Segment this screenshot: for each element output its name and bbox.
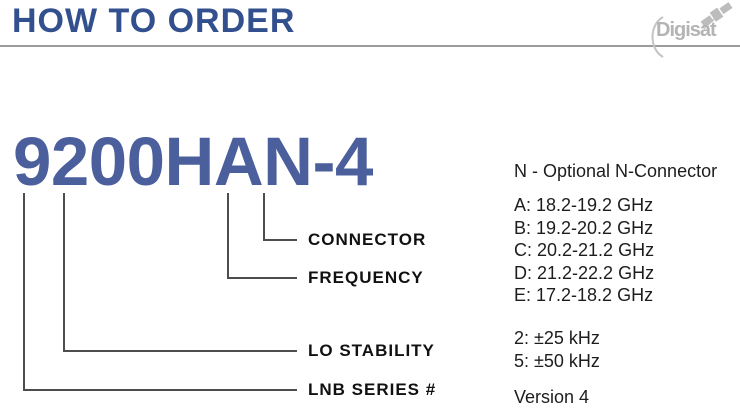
frequency-option: A: 18.2-19.2 GHz bbox=[514, 195, 654, 215]
callout-label-connector: CONNECTOR bbox=[308, 230, 427, 249]
frequency-option: D: 21.2-22.2 GHz bbox=[514, 262, 655, 283]
callout-line-connector-horizontal bbox=[263, 239, 297, 241]
callout-line-frequency-vertical bbox=[227, 193, 229, 279]
orbit-arc-icon bbox=[651, 16, 664, 58]
callout-line-lnb-series-horizontal bbox=[23, 389, 297, 391]
lo-stability-options-list: 2: ±25 kHz 5: ±50 kHz bbox=[514, 327, 600, 372]
frequency-option: B: 19.2-20.2 GHz bbox=[514, 217, 654, 238]
part-number: 9200HAN-4 bbox=[13, 123, 373, 200]
lo-stability-option: 5: ±50 kHz bbox=[514, 350, 600, 371]
callout-label-frequency: FREQUENCY bbox=[308, 268, 424, 287]
frequency-option: E: 17.2-18.2 GHz bbox=[514, 285, 654, 305]
callout-label-lo-stability: LO STABILITY bbox=[308, 341, 435, 360]
lo-stability-option: 2: ±25 kHz bbox=[514, 328, 600, 348]
frequency-option: C: 20.2-21.2 GHz bbox=[514, 240, 655, 260]
frequency-options-list: A: 18.2-19.2 GHz B: 19.2-20.2 GHz C: 20.… bbox=[514, 194, 654, 307]
satellite-icon bbox=[700, 2, 733, 30]
logo-text: Digisat bbox=[656, 19, 717, 41]
header-divider bbox=[0, 45, 740, 47]
connector-option-note: N - Optional N-Connector bbox=[514, 161, 718, 181]
callout-line-lnb-series-vertical bbox=[23, 193, 25, 391]
callout-line-frequency-horizontal bbox=[227, 277, 297, 279]
version-label: Version 4 bbox=[514, 387, 590, 407]
callout-line-connector-vertical bbox=[263, 193, 265, 241]
page-title: HOW TO ORDER bbox=[12, 2, 296, 40]
callout-line-lo-stability-vertical bbox=[63, 193, 65, 352]
callout-line-lo-stability-horizontal bbox=[63, 350, 297, 352]
callout-label-lnb-series: LNB SERIES # bbox=[308, 380, 437, 399]
